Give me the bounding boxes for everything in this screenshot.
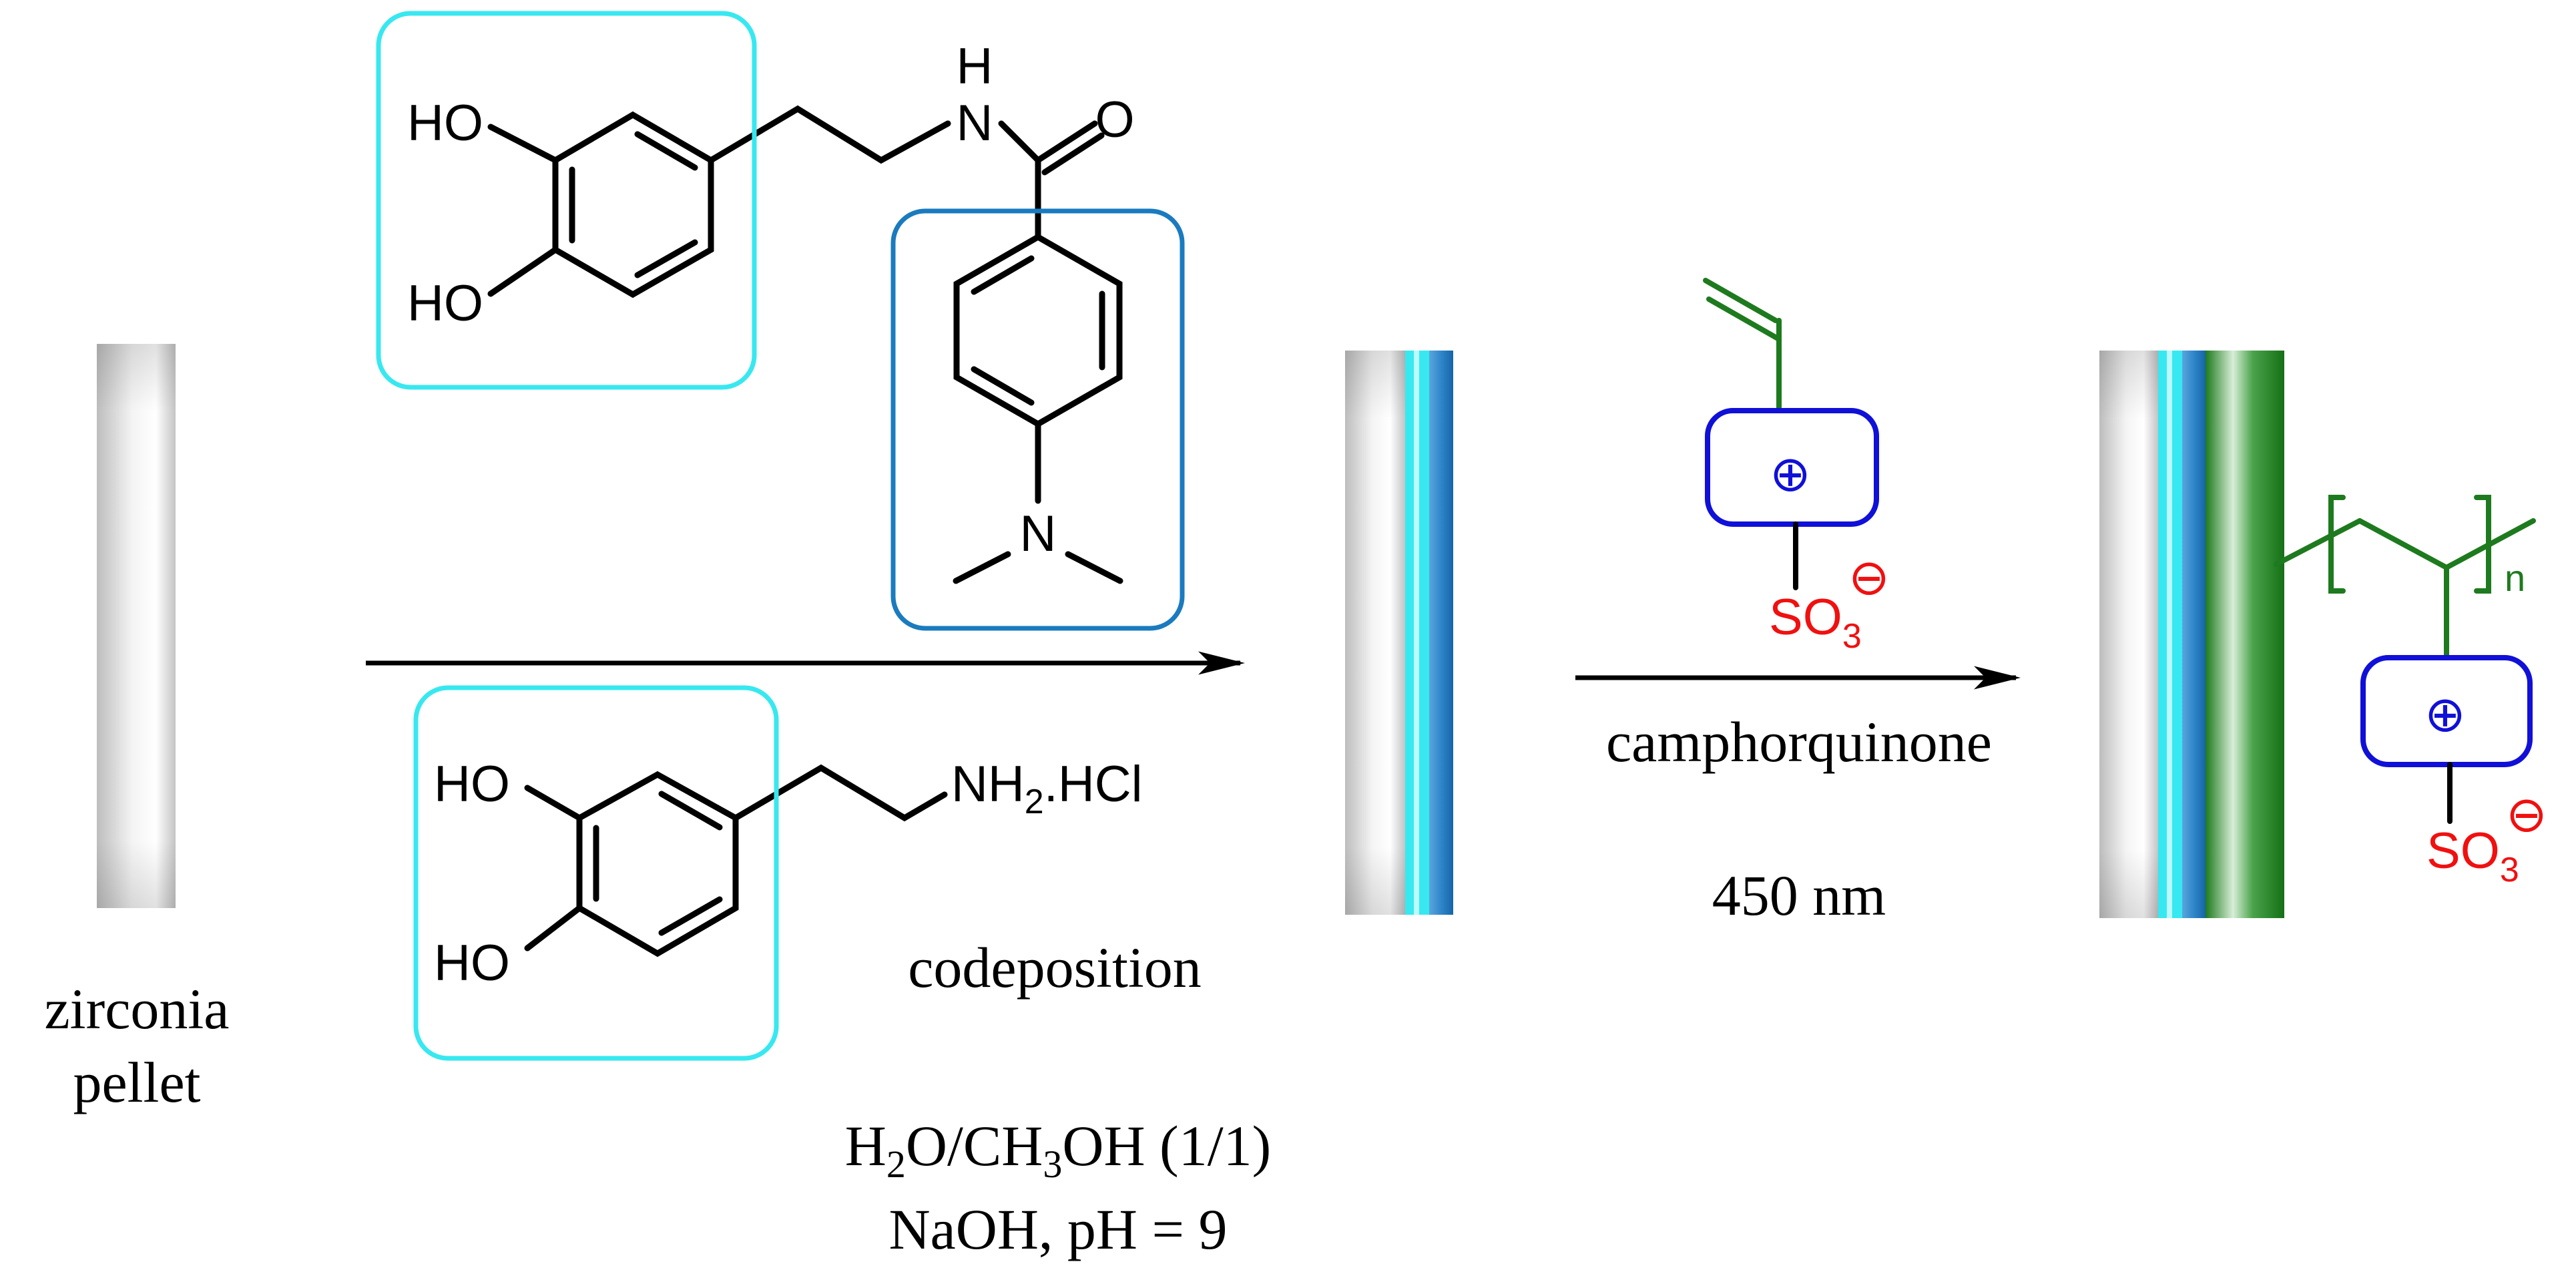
zirconia-label-line1: zirconia: [45, 977, 230, 1041]
monomer-cation-icon: ⊕: [1770, 446, 1811, 501]
polymer-cation-icon: ⊕: [2424, 686, 2466, 742]
carbonyl-o: O: [1095, 91, 1134, 148]
zirconia-label-line2: pellet: [73, 1050, 200, 1114]
top-ho-upper: HO: [407, 95, 483, 152]
amine-layer: [1429, 351, 1453, 915]
polymer-anion-icon: ⊖: [2506, 787, 2547, 842]
camphorquinone-label: camphorquinone: [1606, 710, 1992, 774]
solvent-label: H2O/CH3OH (1/1): [845, 1114, 1271, 1186]
final-pellet: [2099, 351, 2284, 918]
polymer-repeat-unit: [2274, 495, 2536, 824]
amine-hcl: NH2.HCl: [951, 756, 1142, 821]
amide-n: N: [957, 95, 993, 152]
catechol-highlight-box: [376, 11, 757, 390]
polymer-sulfonate: SO3: [2426, 823, 2519, 889]
polymer-brush-layer: [2206, 351, 2284, 918]
monomer-anion-icon: ⊖: [1848, 550, 1890, 605]
repeat-unit-n: n: [2505, 557, 2525, 599]
final-amine-layer: [2182, 351, 2206, 918]
wavelength-label: 450 nm: [1712, 863, 1886, 927]
amide-h: H: [957, 38, 993, 95]
bottom-ho-lower: HO: [434, 935, 510, 992]
monomer-sulfonate: SO3: [1769, 589, 1862, 656]
dimethylamino-n: N: [1020, 505, 1057, 562]
zirconia-pellet: [97, 344, 176, 908]
top-ho-lower: HO: [407, 275, 483, 332]
dopamine-catechol-highlight-box: [413, 685, 779, 1061]
dopamine-molecule: [524, 764, 948, 957]
naoh-ph-label: NaOH, pH = 9: [888, 1197, 1227, 1261]
zwitterionic-monomer: [1703, 278, 1879, 590]
dimethylamino-highlight-box: [890, 208, 1185, 631]
coated-pellet: [1345, 351, 1453, 915]
codeposition-label: codeposition: [908, 935, 1202, 1000]
bottom-ho-upper: HO: [434, 756, 510, 813]
